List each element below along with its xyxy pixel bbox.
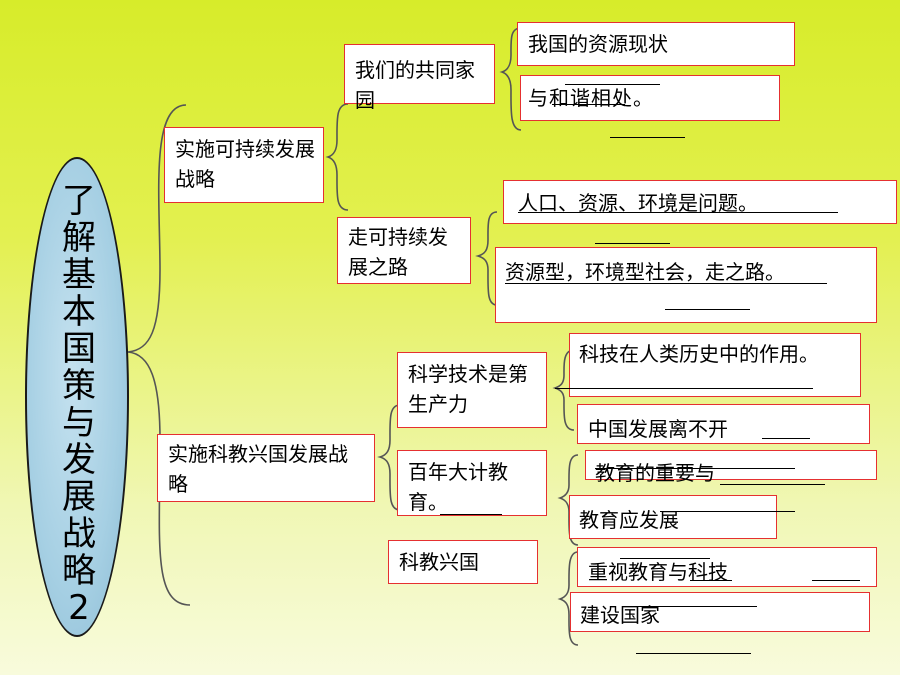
blank-line — [620, 558, 710, 559]
item-build-country-text: 建设国家 — [580, 603, 660, 627]
sub-productive-force-label: 科学技术是第生产力 — [408, 362, 528, 416]
blank-line — [440, 514, 502, 515]
blank-line — [555, 388, 813, 389]
brace-country — [557, 551, 579, 646]
sub-sci-edu-country-label: 科教兴国 — [399, 550, 479, 574]
sub-century-edu: 百年大计教育。 — [397, 450, 547, 516]
blank-line — [595, 243, 670, 244]
branch-science-edu: 实施科教兴国发展战略 — [157, 434, 375, 502]
branch-sustainable: 实施可持续发展战略 — [164, 127, 324, 203]
blank-line — [518, 212, 838, 213]
item-population-text: 人口、资源、环境是问题。 — [518, 191, 758, 215]
brace-sustain — [325, 103, 349, 211]
item-edu-importance-text: 教育的重要与 — [595, 461, 715, 485]
item-china-development-text: 中国发展离不开 — [588, 417, 728, 441]
blank-line — [812, 580, 860, 581]
sub-productive-force: 科学技术是第生产力 — [397, 352, 547, 428]
blank-line — [720, 484, 825, 485]
item-resource-status-text: 我国的资源现状 — [528, 32, 668, 56]
sub-sustainable-road-label: 走可持续发展之路 — [348, 225, 448, 279]
root-title: 了解基本国策与发展战略2 — [62, 181, 96, 628]
blank-line — [665, 309, 750, 310]
brace-science — [377, 404, 401, 511]
blank-line — [552, 104, 625, 105]
item-build-country — [570, 592, 870, 632]
item-harmony — [520, 75, 780, 121]
sub-common-home: 我们的共同家园 — [344, 44, 495, 112]
item-population — [503, 180, 897, 224]
item-harmony-text: 与和谐相处。 — [528, 86, 654, 110]
brace-home — [499, 27, 522, 131]
item-china-development — [577, 404, 870, 444]
blank-line — [505, 283, 827, 284]
item-edu-priority — [569, 495, 777, 539]
blank-line — [610, 137, 685, 138]
sub-century-edu-label: 百年大计教育。 — [408, 460, 508, 514]
blank-line — [595, 468, 795, 469]
item-edu-importance — [585, 450, 877, 480]
blank-line — [690, 580, 732, 581]
blank-line — [660, 511, 795, 512]
blank-line — [565, 84, 660, 85]
item-tech-role-text: 科技在人类历史中的作用。 — [579, 342, 819, 366]
branch-science-edu-label: 实施科教兴国发展战略 — [168, 442, 348, 496]
item-value-edu-tech-text: 重视教育与科技 — [588, 560, 728, 584]
blank-line — [636, 653, 751, 654]
item-resource-status: 我国的资源现状 — [517, 22, 795, 66]
item-edu-priority-text: 教育应发展 — [579, 508, 679, 532]
blank-line — [762, 438, 810, 439]
brace-road — [475, 211, 498, 306]
item-resource-type — [495, 247, 877, 323]
item-tech-role — [569, 333, 861, 397]
sub-common-home-label: 我们的共同家园 — [355, 58, 475, 112]
blank-line — [625, 606, 757, 607]
branch-sustainable-label: 实施可持续发展战略 — [175, 137, 315, 191]
sub-sustainable-road: 走可持续发展之路 — [337, 217, 471, 284]
sub-sci-edu-country: 科教兴国 — [388, 540, 538, 584]
root-ellipse — [25, 157, 129, 637]
item-resource-type-text: 资源型，环境型社会，走之路。 — [505, 260, 785, 284]
